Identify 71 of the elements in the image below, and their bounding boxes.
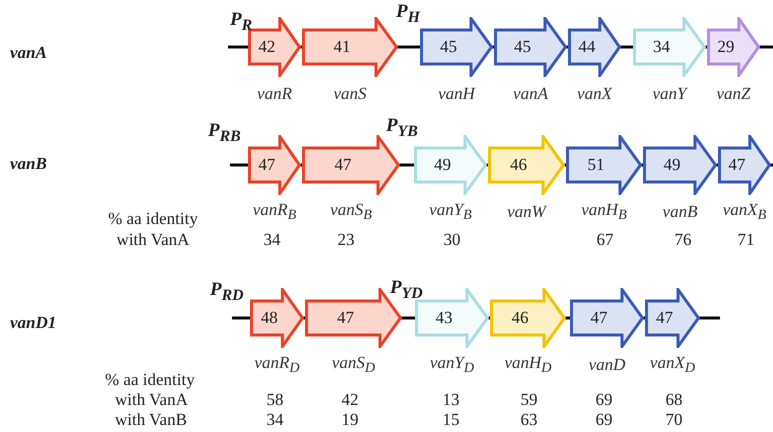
identity-value: 23 xyxy=(338,230,354,250)
gene-name: vanD xyxy=(588,355,626,375)
percent-value: 34 xyxy=(653,37,670,57)
identity-value: 76 xyxy=(674,230,692,250)
identity-value: 69 xyxy=(596,410,612,430)
percent-value: 47 xyxy=(656,308,673,328)
identity-value: 71 xyxy=(738,230,754,250)
gene-name: vanR$_{B}$ xyxy=(252,200,296,224)
gene-name: vanX xyxy=(577,84,612,104)
identity-value: 30 xyxy=(444,230,460,250)
percent-value: 49 xyxy=(434,155,451,175)
identity-value: 68 xyxy=(666,390,682,410)
percent-value: 46 xyxy=(512,308,528,328)
identity-value: 42 xyxy=(342,390,358,410)
percent-value: 47 xyxy=(334,155,352,175)
gene-name: vanA xyxy=(513,84,548,104)
identity-value: 59 xyxy=(520,390,538,410)
percent-value: 41 xyxy=(334,37,350,57)
percent-value: 45 xyxy=(514,37,531,57)
identity-value: 34 xyxy=(264,230,280,250)
gene-name: vanR$_{D}$ xyxy=(254,352,300,378)
percent-value: 47 xyxy=(258,155,276,175)
gene-name: vanH$_{D}$ xyxy=(504,352,552,378)
gene-name: vanZ xyxy=(716,84,750,104)
percent-value: 49 xyxy=(664,155,680,175)
gene-name: vanY$_{D}$ xyxy=(430,352,474,378)
gene-name: vanR xyxy=(257,84,292,104)
promoter-label: P$_{YD}$ xyxy=(390,277,423,303)
identity-value: 15 xyxy=(442,410,460,430)
percent-value: 44 xyxy=(578,37,596,57)
percent-value: 47 xyxy=(590,308,608,328)
gene-name: vanH$_{B}$ xyxy=(581,200,627,224)
percent-value: 48 xyxy=(260,308,278,328)
promoter-label: P$_{YB}$ xyxy=(386,115,418,141)
identity-value: 34 xyxy=(266,410,284,430)
percent-value: 46 xyxy=(510,155,527,175)
percent-value: 47 xyxy=(728,155,746,175)
promoter-label: P$_{R}$ xyxy=(230,9,252,35)
gene-name: vanX$_{B}$ xyxy=(722,200,766,224)
percent-value: 47 xyxy=(337,308,354,328)
percent-value: 29 xyxy=(717,37,734,57)
identity-value: 67 xyxy=(596,230,614,250)
gene-name: vanY xyxy=(652,84,686,104)
gene-name: vanB xyxy=(662,202,698,222)
percent-value: 45 xyxy=(440,37,457,57)
cluster-name: vanD1 xyxy=(10,313,56,333)
identity-value: 58 xyxy=(266,390,284,410)
gene-name: vanS xyxy=(333,84,367,104)
identity-value: 63 xyxy=(520,410,538,430)
identity-value: 69 xyxy=(596,390,612,410)
percent-value: 51 xyxy=(588,155,604,175)
row-caption: with VanB xyxy=(115,410,187,430)
identity-value: 19 xyxy=(342,410,358,430)
promoter-label: P$_{RD}$ xyxy=(210,279,244,305)
promoter-label: P$_{RB}$ xyxy=(208,120,241,146)
identity-value: 13 xyxy=(442,390,460,410)
percent-value: 43 xyxy=(436,308,452,328)
gene-name: vanS$_{D}$ xyxy=(332,352,376,378)
row-caption: % aa identity xyxy=(105,370,195,390)
promoter-label: P$_{H}$ xyxy=(396,1,420,27)
cluster-name: vanA xyxy=(10,43,47,63)
row-caption: % aa identity with VanA xyxy=(107,208,199,250)
row-caption: with VanA xyxy=(115,390,188,410)
gene-name: vanY$_{B}$ xyxy=(429,200,472,224)
gene-name: vanW xyxy=(507,202,546,222)
gene-name: vanS$_{B}$ xyxy=(330,200,372,224)
identity-value: 70 xyxy=(666,410,682,430)
cluster-name: vanB xyxy=(10,154,47,174)
percent-value: 42 xyxy=(258,37,276,57)
gene-name: vanX$_{D}$ xyxy=(650,352,696,378)
gene-name: vanH xyxy=(438,84,475,104)
